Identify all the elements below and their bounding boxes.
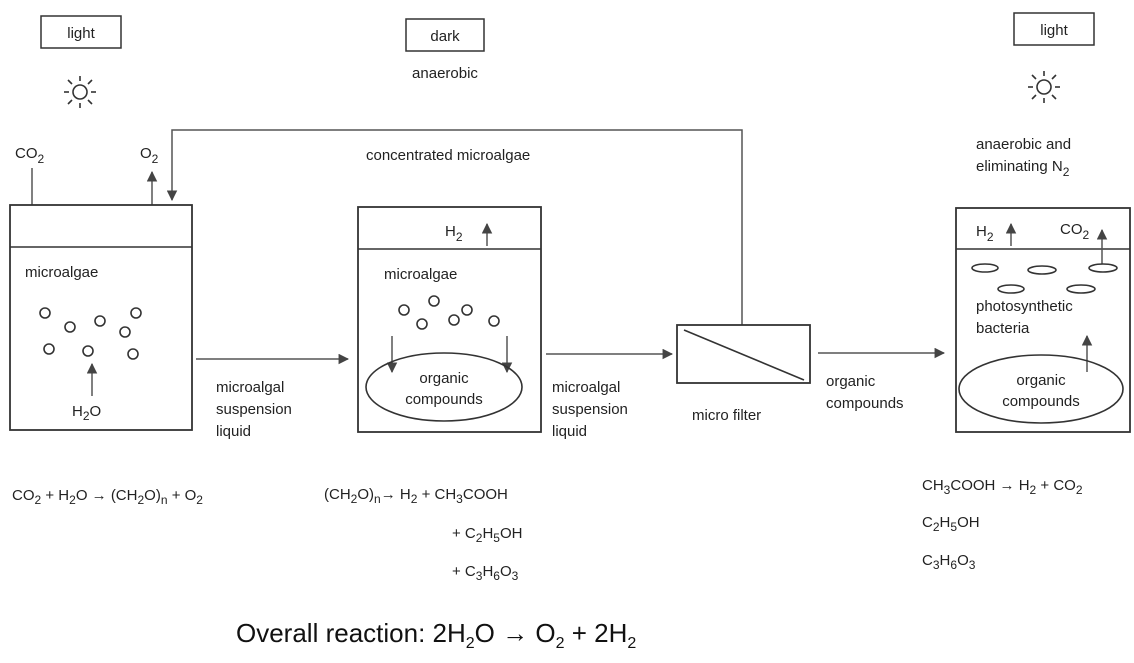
stage3-tank bbox=[955, 207, 1131, 433]
suspension-label-1b: suspension bbox=[216, 401, 292, 418]
sun-icon bbox=[64, 76, 96, 108]
stage3-condition-box: light bbox=[1013, 12, 1095, 46]
overall-reaction: Overall reaction: 2H2O → O2 + 2H2 bbox=[236, 618, 636, 652]
sun-icon bbox=[1028, 71, 1060, 103]
stage3-equation-2: C2H5OH bbox=[922, 514, 980, 534]
stage2-h2-label: H2 bbox=[445, 223, 463, 244]
stage1-condition-box: light bbox=[40, 15, 122, 49]
stage2-condition-label: dark bbox=[430, 28, 460, 45]
microalgae-cells-2 bbox=[398, 295, 500, 330]
stage2-tank-label: microalgae bbox=[384, 266, 457, 283]
stage2-condition-box: dark bbox=[405, 18, 485, 52]
stage2-ellipse-line2: compounds bbox=[405, 391, 483, 408]
bacteria-cells bbox=[971, 263, 1118, 294]
stage3-h2-label: H2 bbox=[976, 223, 994, 244]
suspension-label-2b: suspension bbox=[552, 401, 628, 418]
feedback-label: concentrated microalgae bbox=[366, 147, 530, 164]
co2-input-label: CO2 bbox=[15, 145, 45, 166]
water-label: H2O bbox=[72, 403, 101, 423]
stage3-equation-3: C3H6O3 bbox=[922, 552, 976, 572]
stage3-co2-label: CO2 bbox=[1060, 221, 1090, 242]
organic-flow-label-1: organic bbox=[826, 373, 876, 390]
stage1-equation: CO2 + H2O → (CH2O)n + O2 bbox=[12, 487, 203, 507]
stage1-condition-label: light bbox=[67, 25, 95, 42]
stage1-tank-label: microalgae bbox=[25, 264, 98, 281]
stage3-condition-label: light bbox=[1040, 22, 1068, 39]
stage2-equation-1: (CH2O)n→ H2 + CH3COOH bbox=[324, 486, 508, 506]
suspension-label-1c: liquid bbox=[216, 423, 251, 440]
suspension-label-2c: liquid bbox=[552, 423, 587, 440]
stage3-equation-1: CH3COOH → H2 + CO2 bbox=[922, 477, 1083, 497]
stage2-equation-3: + C3H6O3 bbox=[452, 563, 519, 583]
o2-output-label: O2 bbox=[140, 145, 159, 166]
stage3-ellipse-line2: compounds bbox=[1002, 393, 1080, 410]
stage3-ellipse-line1: organic bbox=[1016, 372, 1066, 389]
suspension-label-1a: microalgal bbox=[216, 379, 284, 396]
stage2-equation-2: + C2H5OH bbox=[452, 525, 522, 545]
micro-filter bbox=[676, 324, 811, 384]
bacteria-label-2: bacteria bbox=[976, 320, 1030, 337]
stage3-note-2: eliminating N2 bbox=[976, 158, 1070, 179]
stage2-organic-ellipse bbox=[365, 352, 523, 422]
bacteria-label-1: photosynthetic bbox=[976, 298, 1073, 315]
organic-flow-label-2: compounds bbox=[826, 395, 904, 412]
suspension-label-2a: microalgal bbox=[552, 379, 620, 396]
stage2-subcondition: anaerobic bbox=[412, 65, 478, 82]
micro-filter-label: micro filter bbox=[692, 407, 761, 424]
stage3-organic-ellipse bbox=[958, 354, 1124, 424]
stage2-ellipse-line1: organic bbox=[419, 370, 469, 387]
microalgae-cells-1 bbox=[39, 307, 142, 360]
feedback-loop-arrow bbox=[166, 129, 743, 325]
stage3-note-1: anaerobic and bbox=[976, 136, 1071, 153]
